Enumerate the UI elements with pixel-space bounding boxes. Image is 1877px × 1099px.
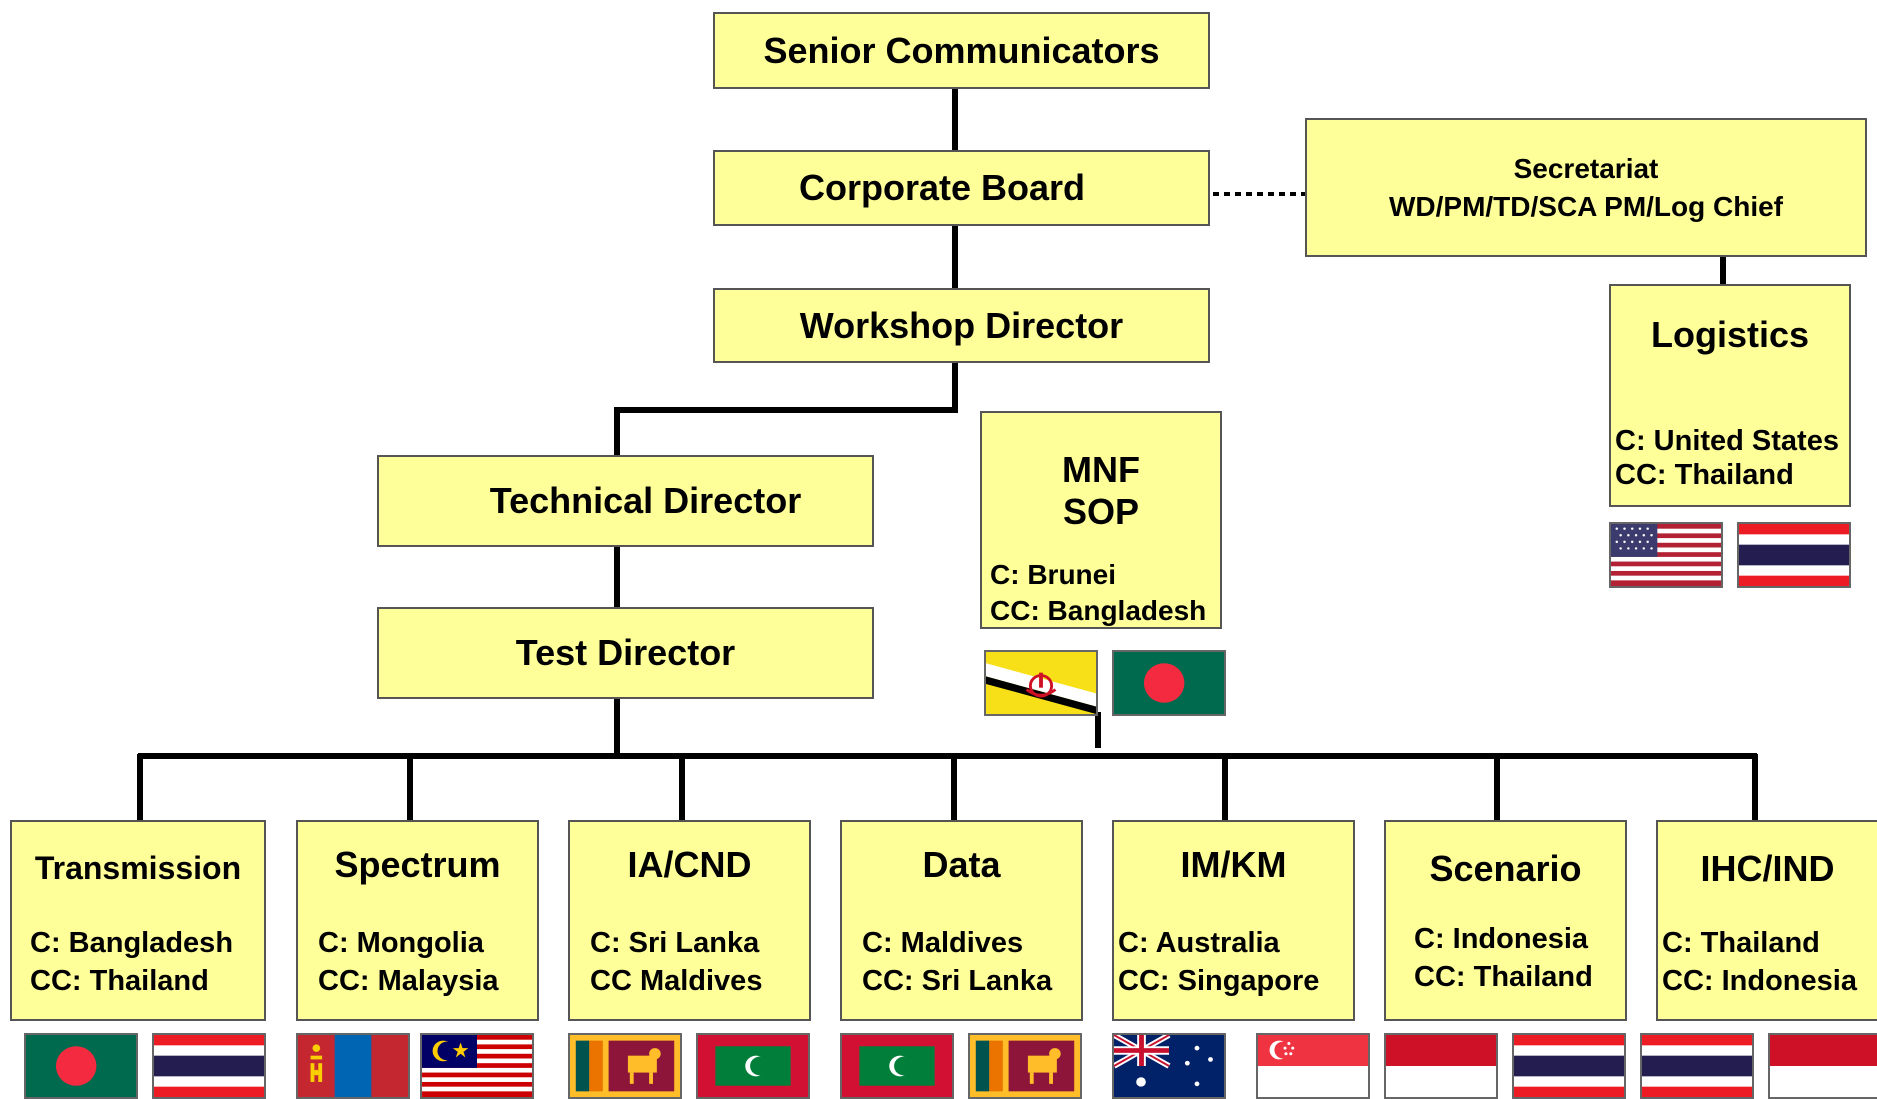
logistics-c: C: United States (1615, 425, 1839, 457)
cell-ia-cnd-assignments: C: Sri Lanka CC Maldives (590, 924, 762, 1000)
cell-ia-cnd: IA/CND C: Sri Lanka CC Maldives (568, 820, 811, 1021)
cell-transmission-assignments: C: Bangladesh CC: Thailand (30, 924, 233, 1000)
corporate-board-label: Corporate Board (799, 167, 1086, 208)
cell-spectrum-assignments: C: Mongolia CC: Malaysia (318, 924, 499, 1000)
malaysia-flag (420, 1033, 534, 1099)
cell-data: Data C: Maldives CC: Sri Lanka (840, 820, 1083, 1021)
singapore-flag (1256, 1033, 1370, 1099)
mnf-sop-box: MNF SOP C: Brunei CC: Bangladesh (980, 411, 1222, 629)
cell-ia-cnd-title: IA/CND (627, 844, 752, 885)
secretariat-box: Secretariat WD/PM/TD/SCA PM/Log Chief (1305, 118, 1867, 257)
cell-transmission-c: C: Bangladesh (30, 927, 234, 959)
cell-spectrum-title: Spectrum (334, 844, 501, 885)
maldives-flag (696, 1033, 810, 1099)
mnf-sop-c: C: Brunei (990, 559, 1116, 590)
technical-director-box: Technical Director (377, 455, 874, 547)
indonesia-flag (1768, 1033, 1877, 1099)
thailand-flag (1512, 1033, 1626, 1099)
sri-lanka-flag (968, 1033, 1082, 1099)
brunei-flag (984, 650, 1098, 716)
cell-ia-cnd-c: C: Sri Lanka (590, 927, 760, 959)
workshop-director-label: Workshop Director (799, 304, 1124, 346)
senior-communicators-label: Senior Communicators (763, 29, 1160, 71)
cell-ihc-ind-cc: CC: Indonesia (1662, 965, 1857, 997)
workshop-director-box: Workshop Director (713, 288, 1210, 363)
cell-scenario-assignments: C: Indonesia CC: Thailand (1414, 920, 1593, 996)
secretariat-roles: WD/PM/TD/SCA PM/Log Chief (1388, 190, 1784, 222)
cell-ihc-ind: IHC/IND C: Thailand CC: Indonesia (1656, 820, 1877, 1021)
logistics-cc: CC: Thailand (1615, 459, 1794, 491)
test-director-label: Test Director (515, 632, 736, 673)
cell-ihc-ind-title: IHC/IND (1700, 848, 1835, 889)
australia-flag (1112, 1033, 1226, 1099)
cell-im-km-c: C: Australia (1118, 927, 1280, 959)
mnf-sop-title: MNF SOP (982, 449, 1220, 533)
cell-ihc-ind-assignments: C: Thailand CC: Indonesia (1662, 924, 1857, 1000)
logistics-box: Logistics C: United States CC: Thailand (1609, 284, 1851, 507)
cell-data-assignments: C: Maldives CC: Sri Lanka (862, 924, 1052, 1000)
cell-transmission-cc: CC: Thailand (30, 965, 209, 997)
cell-data-cc: CC: Sri Lanka (862, 965, 1053, 997)
cell-scenario-cc: CC: Thailand (1414, 961, 1593, 993)
cell-ia-cnd-cc: CC Maldives (590, 965, 763, 997)
cell-data-c: C: Maldives (862, 927, 1024, 959)
cell-scenario-title: Scenario (1429, 848, 1582, 889)
mnf-sop-cc: CC: Bangladesh (990, 595, 1207, 626)
cell-data-title: Data (922, 844, 1001, 885)
cell-scenario-c: C: Indonesia (1414, 923, 1589, 955)
cell-transmission: Transmission C: Bangladesh CC: Thailand (10, 820, 266, 1021)
cell-im-km: IM/KM C: Australia CC: Singapore (1112, 820, 1355, 1021)
thailand-flag (1640, 1033, 1754, 1099)
sop-label: SOP (1062, 491, 1140, 532)
corporate-board-box: Corporate Board (713, 150, 1210, 226)
cell-spectrum: Spectrum C: Mongolia CC: Malaysia (296, 820, 539, 1021)
secretariat-title: Secretariat (1513, 152, 1659, 184)
logistics-assignments: C: United States CC: Thailand (1615, 424, 1839, 492)
senior-communicators-box: Senior Communicators (713, 12, 1210, 89)
cell-spectrum-c: C: Mongolia (318, 927, 484, 959)
cell-scenario: Scenario C: Indonesia CC: Thailand (1384, 820, 1627, 1021)
indonesia-flag (1384, 1033, 1498, 1099)
cell-transmission-title: Transmission (34, 850, 242, 886)
mongolia-flag (296, 1033, 410, 1099)
technical-director-label: Technical Director (489, 480, 802, 521)
cell-im-km-title: IM/KM (1180, 844, 1287, 885)
cell-ihc-ind-c: C: Thailand (1662, 927, 1820, 959)
cell-spectrum-cc: CC: Malaysia (318, 965, 499, 997)
connector-workshop-technical (614, 362, 958, 456)
mnf-sop-assignments: C: Brunei CC: Bangladesh (990, 557, 1206, 629)
sri-lanka-flag (568, 1033, 682, 1099)
maldives-flag (840, 1033, 954, 1099)
cell-im-km-assignments: C: Australia CC: Singapore (1118, 924, 1319, 1000)
united-states-flag (1609, 522, 1723, 588)
thailand-flag (1737, 522, 1851, 588)
bangladesh-flag (24, 1033, 138, 1099)
bangladesh-flag (1112, 650, 1226, 716)
cell-im-km-cc: CC: Singapore (1118, 965, 1320, 997)
logistics-title: Logistics (1650, 314, 1810, 355)
test-director-box: Test Director (377, 607, 874, 699)
thailand-flag (152, 1033, 266, 1099)
mnf-label: MNF (1062, 449, 1140, 490)
